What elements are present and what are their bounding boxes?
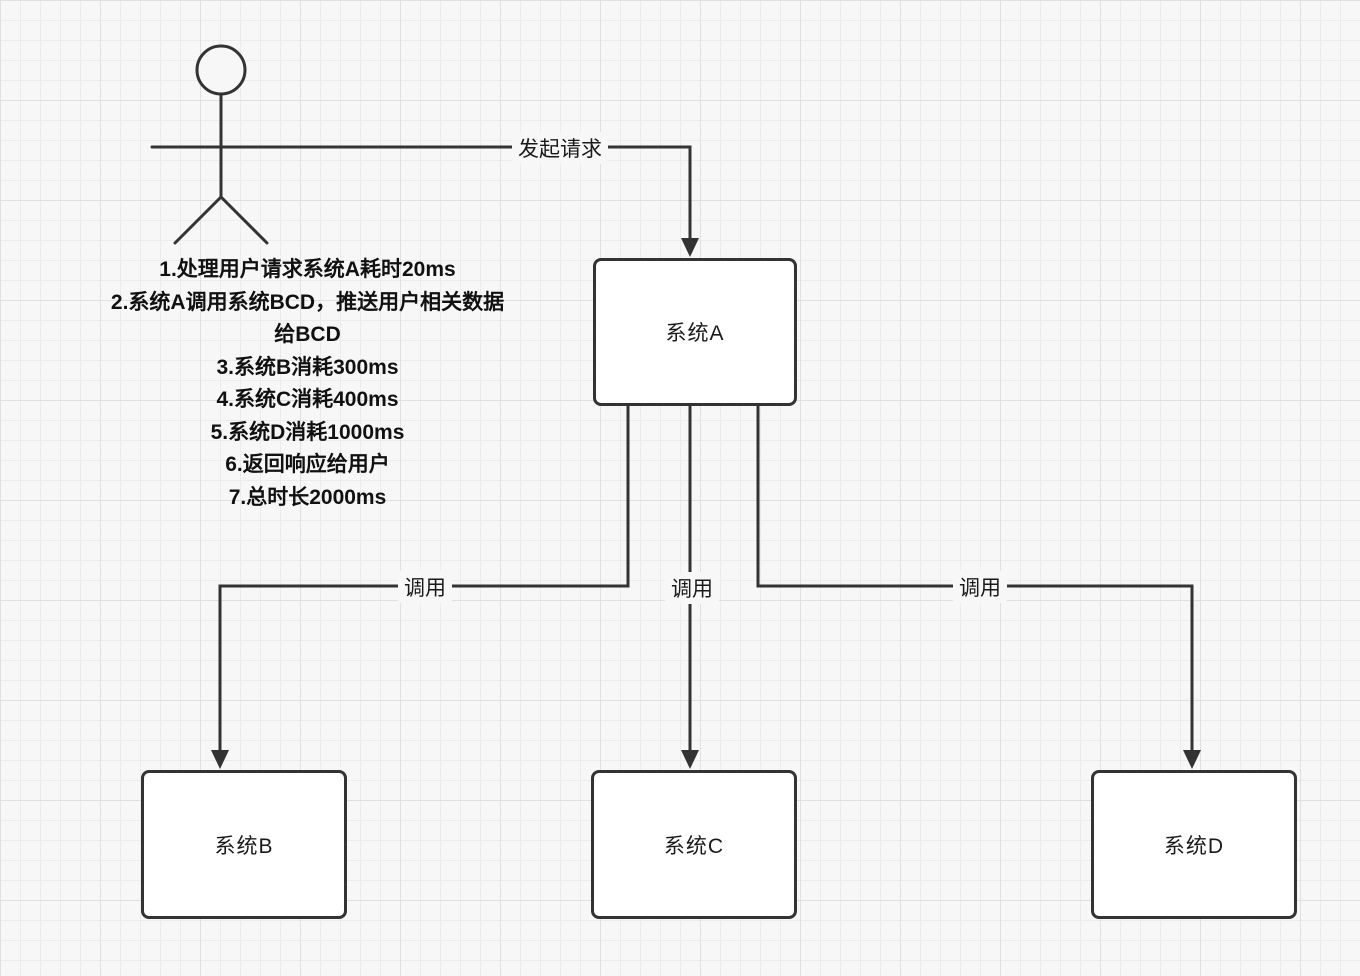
edge-label-call-c[interactable]: 调用 <box>665 572 719 604</box>
edge-label-call-d[interactable]: 调用 <box>953 571 1007 603</box>
node-system-b[interactable]: 系统B <box>141 770 347 919</box>
arrowhead-into-system-b-icon <box>211 750 229 769</box>
node-system-c-label: 系统C <box>663 834 725 858</box>
actor-user[interactable] <box>150 44 294 245</box>
arrowhead-into-system-d-icon <box>1183 750 1201 769</box>
notes-text-block[interactable]: 1.处理用户请求系统A耗时20ms 2.系统A调用系统BCD，推送用户相关数据 … <box>30 254 585 514</box>
actor-leg-right <box>219 195 269 245</box>
actor-leg-left <box>173 195 223 245</box>
arrowhead-into-system-a-icon <box>681 238 699 257</box>
edge-label-call-b[interactable]: 调用 <box>398 571 452 603</box>
node-system-c[interactable]: 系统C <box>591 770 797 919</box>
note-line-7: 7.总时长2000ms <box>228 485 387 509</box>
node-system-d[interactable]: 系统D <box>1091 770 1297 919</box>
note-line-3: 3.系统B消耗300ms <box>216 355 399 379</box>
actor-head <box>195 44 247 96</box>
edge-user-to-system-a[interactable] <box>292 145 692 240</box>
node-system-a-label: 系统A <box>665 322 725 345</box>
note-line-6: 6.返回响应给用户 <box>225 453 390 476</box>
node-system-d-label: 系统D <box>1163 834 1225 858</box>
edge-label-request[interactable]: 发起请求 <box>512 132 608 164</box>
node-system-b-label: 系统B <box>214 834 274 858</box>
note-line-4: 4.系统C消耗400ms <box>216 388 399 411</box>
note-line-2-wrap: 给BCD <box>274 323 341 346</box>
note-line-1: 1.处理用户请求系统A耗时20ms <box>159 258 456 281</box>
arrowhead-into-system-c-icon <box>681 750 699 769</box>
note-line-5: 5.系统D消耗1000ms <box>210 420 405 444</box>
node-system-a[interactable]: 系统A <box>593 258 797 406</box>
note-line-2: 2.系统A调用系统BCD，推送用户相关数据 <box>110 290 505 314</box>
